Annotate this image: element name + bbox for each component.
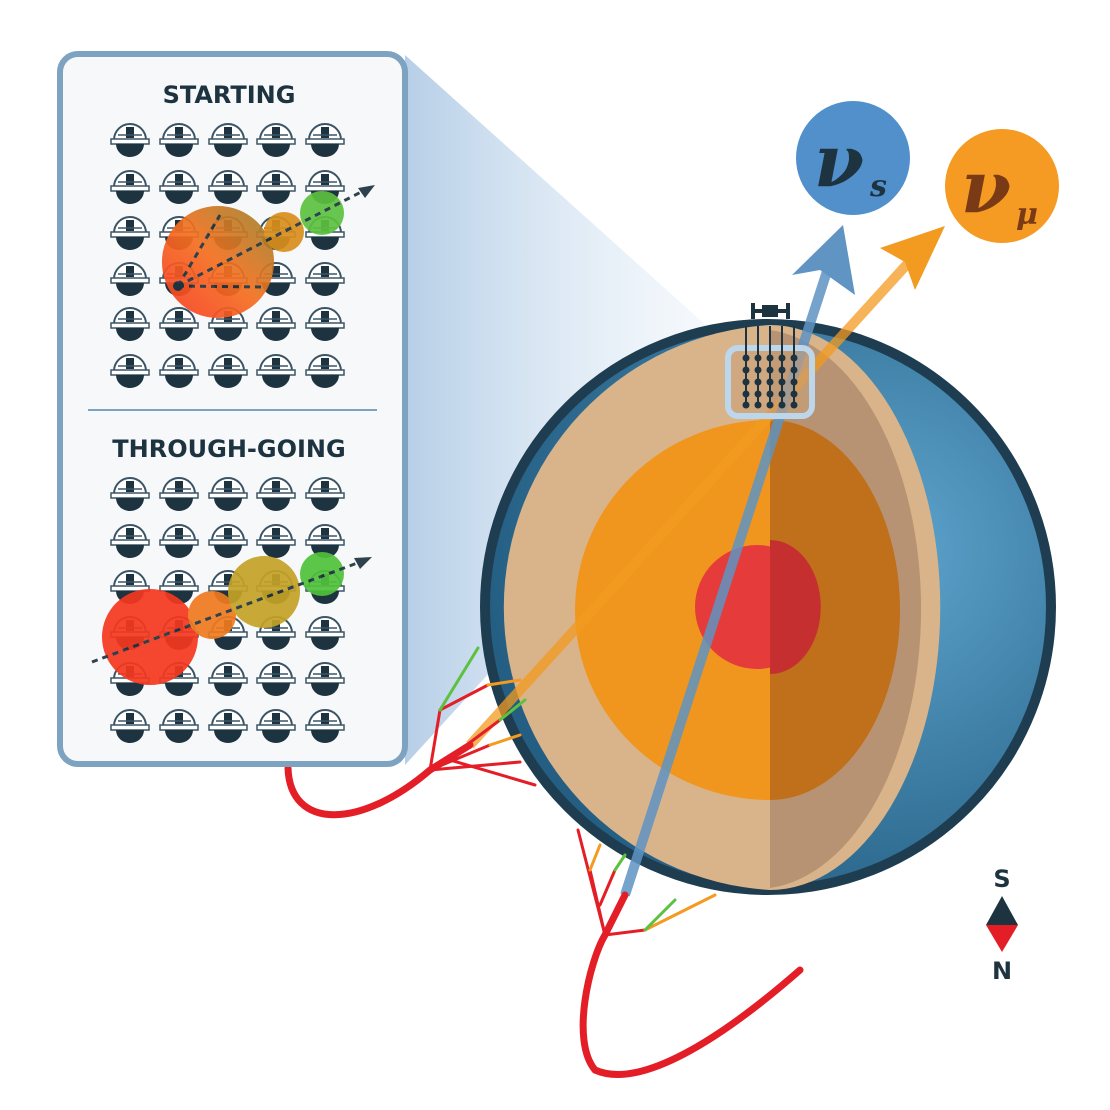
sensor-dot [790, 366, 798, 374]
sensor-dot [778, 401, 786, 409]
sterile-arrowhead [792, 225, 855, 295]
sensor-dot [742, 390, 750, 398]
sensor-dot [766, 366, 774, 374]
sensor-dot [790, 390, 798, 398]
sensor-dot [742, 366, 750, 374]
sensor-dot [778, 366, 786, 374]
muon-arrowhead [880, 226, 945, 290]
through-going-title: THROUGH-GOING [112, 435, 345, 463]
sensor-dot [790, 401, 798, 409]
compass-south-label: S [993, 865, 1010, 893]
nu-symbol: ν [961, 144, 1011, 229]
sensor-dot [742, 378, 750, 386]
icetop-icon [762, 305, 778, 317]
sterile-neutrino-badge: ν s [796, 101, 910, 215]
compass-north-label: N [992, 957, 1012, 985]
sensor-dot [766, 401, 774, 409]
compass-up-triangle [986, 896, 1018, 925]
sensor-dot [754, 390, 762, 398]
sensor-dot [754, 378, 762, 386]
starting-title: STARTING [163, 81, 296, 109]
starting-event [162, 185, 375, 318]
sensor-dot [742, 401, 750, 409]
sensor-dot [778, 354, 786, 362]
event-topology-panel: STARTING THROUGH-GOING [57, 51, 408, 767]
air-shower-cascades [284, 646, 804, 1078]
sensor-dot [766, 378, 774, 386]
through-going-event [91, 552, 372, 685]
sensor-dot [754, 401, 762, 409]
muon-neutrino-badge: ν μ [945, 129, 1059, 243]
sensor-dot [778, 378, 786, 386]
compass-down-triangle [986, 925, 1018, 952]
earth-cutaway [480, 319, 1056, 895]
nu-subscript: s [869, 169, 887, 204]
outer-core-right [770, 420, 900, 800]
sensor-dot [766, 354, 774, 362]
sensor-dot [790, 378, 798, 386]
nu-subscript: μ [1016, 197, 1038, 232]
sensor-dot [742, 354, 750, 362]
sensor-dot [754, 366, 762, 374]
muon-neutrino-track [466, 246, 924, 749]
detector-inset [725, 303, 815, 419]
nu-symbol: ν [814, 118, 864, 203]
compass: S N [986, 865, 1018, 985]
sensor-dot [790, 354, 798, 362]
sensor-dot [754, 354, 762, 362]
sensor-dot [766, 390, 774, 398]
sensor-dot [778, 390, 786, 398]
